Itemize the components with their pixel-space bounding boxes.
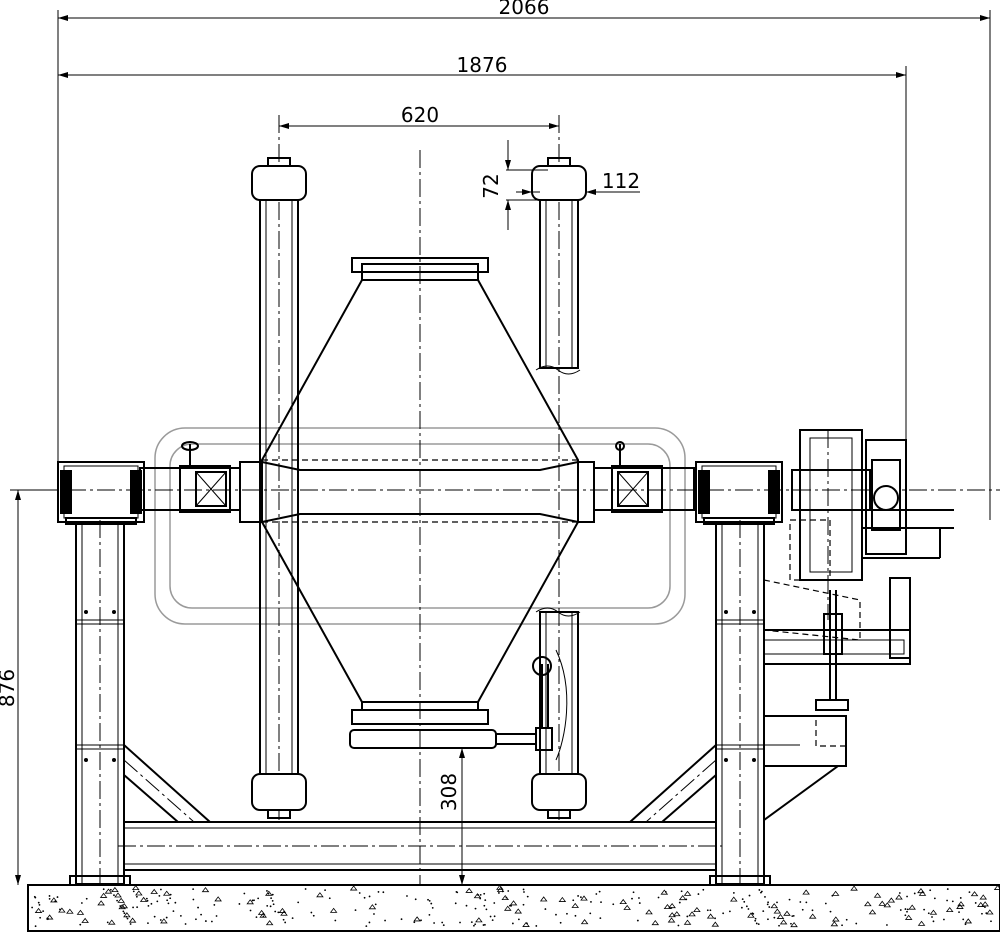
main-shaft — [10, 441, 1000, 523]
right-bearing-housing — [695, 461, 783, 525]
drive-gearbox — [789, 429, 954, 620]
double-cone-vessel — [261, 150, 579, 886]
dimension-cap-height: 72 — [479, 173, 503, 198]
drive-motor-mount — [763, 577, 911, 822]
dimension-overall-height: 876 — [0, 669, 19, 707]
right-vertical-post — [531, 115, 587, 820]
left-vertical-post — [251, 115, 307, 820]
dimension-cap-width: 112 — [602, 169, 640, 193]
dimension-post-spacing: 620 — [401, 103, 439, 127]
concrete-foundation — [27, 884, 1000, 932]
dimension-overall-width: 2066 — [499, 0, 550, 19]
right-support-leg — [709, 520, 771, 886]
dimension-lines — [10, 10, 991, 885]
discharge-valve — [349, 649, 568, 761]
dimension-frame-width: 1876 — [457, 53, 508, 77]
left-support-leg — [69, 520, 131, 886]
dimension-outlet-height: 308 — [437, 773, 461, 811]
left-bearing-housing — [57, 461, 145, 525]
concrete-hatch — [31, 884, 1000, 928]
